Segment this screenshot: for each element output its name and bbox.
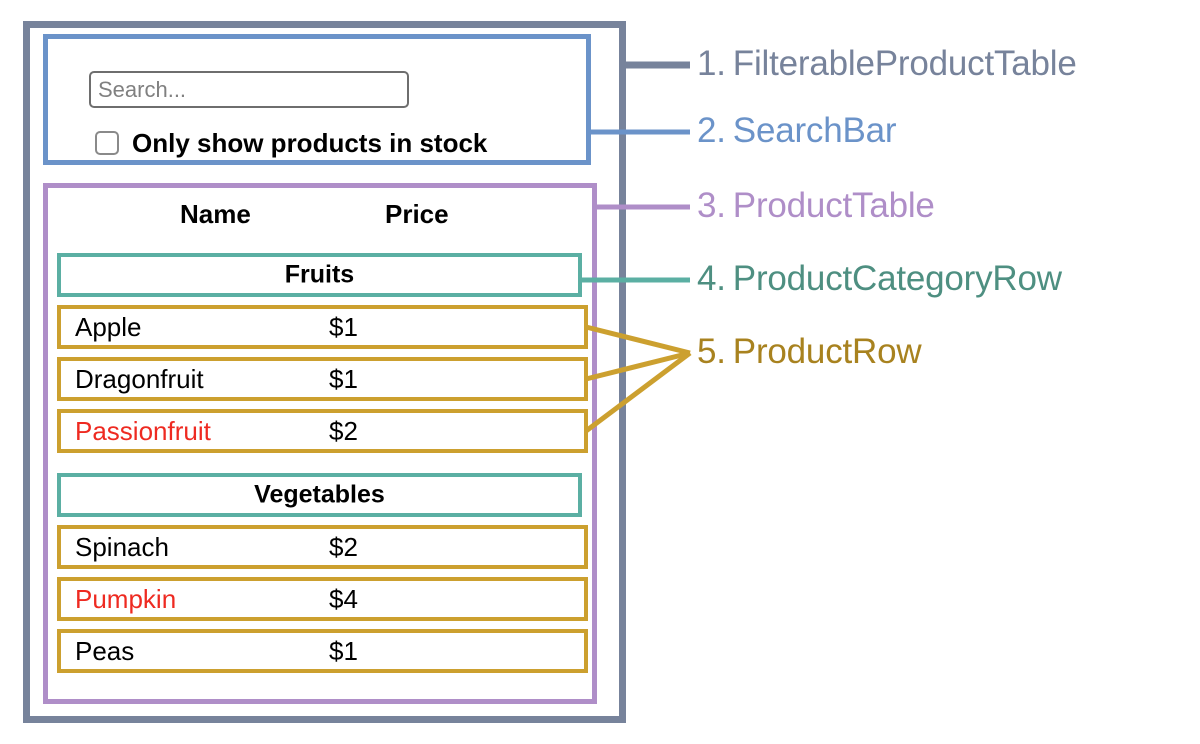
product-row: Pumpkin $4 bbox=[57, 577, 588, 621]
legend-text: SearchBar bbox=[732, 111, 897, 150]
product-name: Peas bbox=[75, 636, 135, 666]
product-row: Dragonfruit $1 bbox=[57, 357, 588, 401]
product-price: $2 bbox=[329, 532, 358, 562]
product-price: $4 bbox=[329, 584, 358, 614]
search-input[interactable] bbox=[89, 71, 409, 108]
product-name: Pumpkin bbox=[75, 584, 177, 614]
legend-number: 2. bbox=[697, 111, 726, 150]
legend-item-search-bar: 2.SearchBar bbox=[697, 111, 897, 150]
product-price: $1 bbox=[329, 312, 358, 342]
legend-item-product-row: 5.ProductRow bbox=[697, 332, 922, 371]
category-label: Fruits bbox=[284, 260, 355, 289]
category-label: Vegetables bbox=[254, 480, 385, 509]
product-name: Spinach bbox=[75, 532, 169, 562]
only-in-stock-label: Only show products in stock bbox=[132, 128, 488, 158]
product-price: $2 bbox=[329, 416, 358, 446]
legend-number: 3. bbox=[697, 186, 726, 225]
legend-item-filterable-product-table: 1.FilterableProductTable bbox=[697, 46, 1077, 81]
legend-number: 1. bbox=[697, 44, 726, 83]
legend-number: 5. bbox=[697, 332, 726, 371]
only-in-stock-checkbox[interactable] bbox=[95, 131, 119, 155]
stock-filter-row[interactable]: Only show products in stock bbox=[95, 126, 487, 160]
column-header-name: Name bbox=[180, 199, 251, 229]
product-name: Passionfruit bbox=[75, 416, 211, 446]
product-row: Peas $1 bbox=[57, 629, 588, 673]
legend-item-product-table: 3.ProductTable bbox=[697, 188, 935, 223]
legend-item-product-category-row: 4.ProductCategoryRow bbox=[697, 261, 1062, 296]
product-name: Apple bbox=[75, 312, 142, 342]
product-name: Dragonfruit bbox=[75, 364, 204, 394]
legend-text: ProductCategoryRow bbox=[732, 259, 1062, 298]
product-row: Apple $1 bbox=[57, 305, 588, 349]
product-price: $1 bbox=[329, 364, 358, 394]
legend-text: ProductRow bbox=[732, 332, 922, 371]
product-row: Spinach $2 bbox=[57, 525, 588, 569]
product-table-header: Name Price bbox=[60, 194, 580, 234]
product-category-row: Vegetables bbox=[57, 473, 582, 517]
product-row: Passionfruit $2 bbox=[57, 409, 588, 453]
legend-number: 4. bbox=[697, 259, 726, 298]
product-price: $1 bbox=[329, 636, 358, 666]
column-header-price: Price bbox=[385, 199, 449, 229]
legend-text: ProductTable bbox=[732, 186, 935, 225]
legend-text: FilterableProductTable bbox=[732, 44, 1077, 83]
product-category-row: Fruits bbox=[57, 253, 582, 297]
